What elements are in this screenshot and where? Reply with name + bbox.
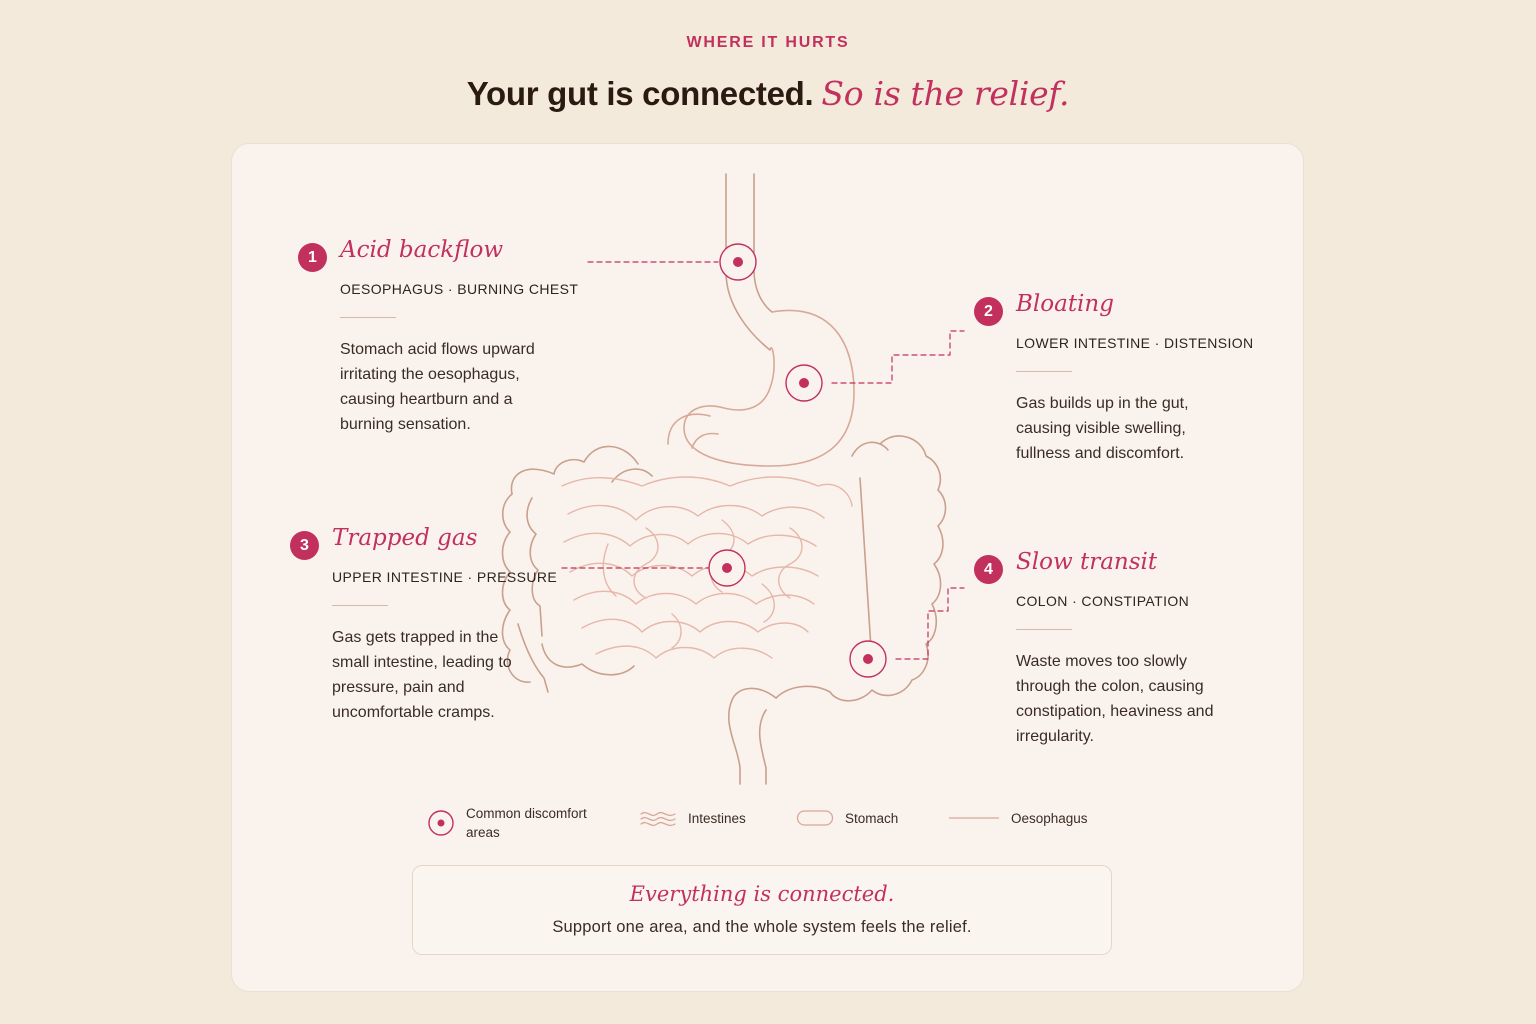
- legend-discomfort: Common discomfort areas: [427, 804, 611, 842]
- stomach: [667, 309, 855, 467]
- marker-slow-transit: [849, 640, 887, 678]
- legend-intestines: Intestines: [639, 808, 746, 828]
- callout-subtitle: COLON · CONSTIPATION: [1016, 593, 1190, 609]
- digestive-system-diagram: [501, 173, 965, 785]
- callout-title: Bloating: [1016, 291, 1114, 317]
- callout-number: 2: [974, 297, 1003, 326]
- callout-number: 3: [290, 531, 319, 560]
- marker-bloating: [785, 364, 823, 402]
- callout-divider: [1016, 371, 1072, 372]
- headline-main: Your gut is connected.: [466, 75, 814, 112]
- legend-label: Intestines: [688, 810, 746, 826]
- stomach-icon: [796, 810, 834, 826]
- legend-label: Common discomfort areas: [466, 806, 587, 840]
- legend-oesophagus: Oesophagus: [948, 808, 1088, 828]
- callout-number: 1: [298, 243, 327, 272]
- callout-title: Trapped gas: [332, 525, 478, 551]
- callout-title: Acid backflow: [340, 237, 504, 263]
- callout-subtitle: UPPER INTESTINE · PRESSURE: [332, 569, 558, 585]
- summary-title: Everything is connected.: [629, 882, 895, 906]
- legend-label: Oesophagus: [1011, 810, 1088, 826]
- connector-lines: [561, 261, 965, 660]
- callout-description: Stomach acid flows upward irritating the…: [340, 341, 535, 433]
- callout-subtitle: OESOPHAGUS · BURNING CHEST: [340, 281, 579, 297]
- connector-slow-transit: [895, 587, 965, 660]
- marker-acid-backflow: [719, 243, 757, 281]
- callout-divider: [1016, 629, 1072, 630]
- discomfort-marker-icon: [428, 810, 454, 836]
- summary-text: Support one area, and the whole system f…: [552, 918, 972, 936]
- discomfort-markers: [708, 243, 887, 678]
- headline-accent: So is the relief.: [821, 74, 1070, 113]
- callout-description: Waste moves too slowly through the colon…: [1016, 653, 1214, 745]
- intestines-icon: [640, 811, 676, 827]
- colon: [501, 435, 947, 785]
- summary-box: Everything is connected. Support one are…: [412, 865, 1112, 955]
- oesophagus-line-icon: [949, 817, 999, 819]
- callout-description: Gas gets trapped in the small intestine,…: [332, 629, 512, 721]
- marker-trapped-gas: [708, 549, 746, 587]
- callout-divider: [332, 605, 388, 606]
- callout-divider: [340, 317, 396, 318]
- callout-description: Gas builds up in the gut, causing visibl…: [1016, 395, 1189, 462]
- legend-label: Stomach: [845, 810, 899, 826]
- callout-subtitle: LOWER INTESTINE · DISTENSION: [1016, 335, 1254, 351]
- section-eyebrow: WHERE IT HURTS: [686, 34, 850, 51]
- legend-stomach: Stomach: [796, 808, 898, 828]
- diagram-card: 1 Acid backflow OESOPHAGUS · BURNING CHE…: [231, 143, 1304, 992]
- callout-title: Slow transit: [1016, 549, 1158, 575]
- callout-number: 4: [974, 555, 1003, 584]
- page-title: Your gut is connected.So is the relief.: [0, 74, 1536, 113]
- connector-bloating: [831, 330, 965, 384]
